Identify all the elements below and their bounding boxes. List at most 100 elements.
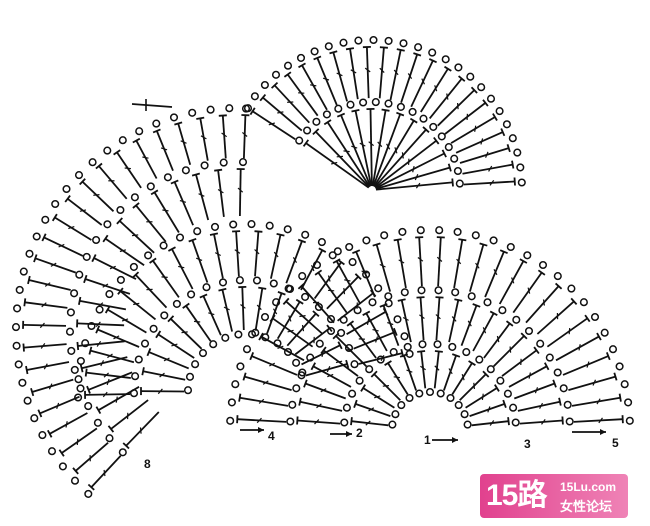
- double-crochet-stitch: [87, 455, 122, 491]
- double-crochet-stitch: [463, 177, 516, 186]
- chain-stitch: [23, 396, 32, 405]
- chain-stitch: [590, 312, 600, 322]
- chain-stitch: [462, 348, 471, 357]
- chain-stitch: [453, 227, 462, 236]
- chain-stitch: [374, 284, 383, 293]
- chain-stitch: [355, 376, 364, 385]
- chain-stitch: [187, 290, 196, 299]
- double-crochet-stitch: [254, 286, 267, 331]
- double-crochet-stitch: [370, 370, 401, 401]
- double-crochet-stitch: [22, 343, 67, 352]
- double-crochet-stitch: [283, 71, 319, 117]
- double-crochet-stitch: [305, 359, 350, 377]
- chain-stitch: [334, 104, 343, 113]
- chain-stitch: [30, 414, 39, 423]
- chain-stitch: [444, 143, 453, 152]
- chain-stitch: [429, 122, 438, 131]
- row-label-8: 8: [144, 457, 151, 471]
- chain-stitch: [38, 431, 47, 440]
- double-crochet-stitch: [76, 319, 125, 328]
- double-crochet-stitch: [170, 179, 194, 226]
- chain-stitch: [388, 420, 397, 429]
- chain-stitch: [11, 323, 21, 332]
- chain-stitch: [92, 235, 101, 245]
- double-crochet-stitch: [132, 137, 158, 179]
- chain-stitch: [502, 120, 511, 129]
- chain-stitch: [225, 104, 234, 113]
- double-crochet-stitch: [345, 47, 359, 100]
- chain-stitch: [301, 230, 310, 239]
- chain-stitch: [74, 171, 84, 180]
- double-crochet-stitch: [150, 189, 180, 233]
- chain-stitch: [116, 205, 125, 215]
- double-crochet-stitch: [471, 417, 510, 427]
- double-crochet-stitch: [512, 269, 546, 314]
- fan-left-outer: [11, 104, 253, 498]
- chain-stitch: [414, 43, 423, 52]
- chain-stitch: [235, 276, 244, 285]
- chain-stitch: [391, 410, 400, 419]
- double-crochet-stitch: [378, 46, 388, 99]
- double-crochet-stitch: [573, 415, 624, 424]
- chain-stitch: [82, 252, 91, 261]
- stitch-fans: [11, 35, 634, 498]
- double-crochet-stitch: [571, 393, 622, 407]
- chain-stitch: [437, 132, 446, 141]
- double-crochet-stitch: [141, 367, 186, 381]
- double-crochet-stitch: [469, 399, 507, 417]
- chain-stitch: [362, 270, 371, 279]
- chain-stitch: [454, 401, 463, 410]
- double-crochet-stitch: [51, 213, 92, 241]
- chain-stitch: [463, 420, 472, 429]
- chain-stitch: [273, 339, 282, 348]
- chain-stitch: [272, 298, 281, 307]
- chain-stitch: [312, 117, 321, 126]
- chain-stitch: [250, 92, 259, 101]
- double-crochet-stitch: [313, 55, 338, 106]
- double-crochet-stitch: [58, 427, 98, 457]
- chain-stitch: [193, 227, 202, 236]
- double-crochet-stitch: [174, 121, 192, 166]
- row-1-arrow-head: [452, 437, 458, 443]
- double-crochet-stitch: [492, 332, 528, 368]
- chain-stitch: [508, 134, 517, 143]
- chain-stitch: [238, 158, 248, 167]
- chain-stitch: [454, 63, 463, 72]
- chain-stitch: [288, 400, 297, 409]
- double-crochet-stitch: [37, 395, 80, 418]
- chain-stitch: [513, 148, 522, 157]
- chain-stitch: [234, 330, 243, 339]
- chain-stitch: [229, 220, 238, 229]
- chain-stitch: [503, 389, 512, 398]
- chain-stitch: [405, 349, 414, 358]
- chain-stitch: [600, 328, 609, 337]
- double-crochet-stitch: [336, 112, 372, 187]
- chain-stitch: [433, 340, 442, 349]
- chain-stitch: [538, 260, 548, 270]
- fan-rows-4-8: [74, 220, 414, 402]
- chain-stitch: [419, 114, 428, 123]
- slip-stitch-start: [131, 103, 173, 108]
- double-crochet-stitch: [525, 282, 563, 324]
- double-crochet-stitch: [420, 65, 452, 113]
- double-crochet-stitch: [276, 298, 304, 340]
- chain-stitch: [337, 328, 346, 337]
- double-crochet-stitch: [459, 144, 511, 164]
- double-crochet-stitch: [568, 372, 618, 391]
- double-crochet-stitch: [417, 350, 427, 389]
- double-crochet-stitch: [453, 238, 467, 289]
- double-crochet-stitch: [152, 128, 174, 172]
- chain-stitch: [292, 358, 301, 367]
- double-crochet-stitch: [337, 289, 377, 322]
- chain-stitch: [450, 154, 459, 163]
- double-crochet-stitch: [562, 352, 611, 376]
- chain-stitch: [65, 327, 75, 336]
- chain-stitch: [553, 272, 562, 281]
- double-crochet-stitch: [389, 48, 405, 101]
- chain-stitch: [400, 332, 409, 341]
- double-crochet-stitch: [116, 217, 155, 254]
- double-crochet-stitch: [320, 346, 359, 377]
- double-crochet-stitch: [469, 242, 488, 292]
- chain-stitch: [384, 36, 393, 45]
